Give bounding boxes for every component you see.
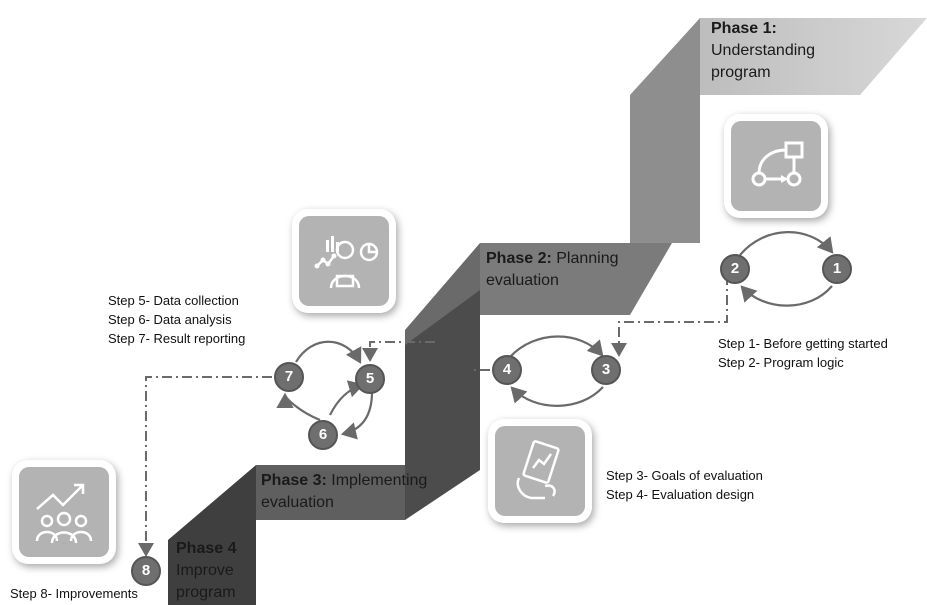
steps-5-7: Step 5- Data collection Step 6- Data ana…: [108, 291, 245, 348]
cycle-arrows: [276, 231, 834, 440]
step-1-text: Step 1- Before getting started: [718, 336, 888, 351]
phase2-subtitle-line1: Planning: [551, 250, 619, 267]
phase3-subtitle-line1: Implementing: [326, 472, 428, 489]
phase1-label: Phase 1: Understanding program: [711, 18, 815, 84]
step-node-6: 6: [308, 420, 338, 450]
phase1-subtitle-line2: program: [711, 64, 771, 81]
step-node-2: 2: [720, 254, 750, 284]
step-3-text: Step 3- Goals of evaluation: [606, 468, 763, 483]
tablet-chart-icon: [516, 440, 560, 500]
step-2-text: Step 2- Program logic: [718, 355, 844, 370]
steps-3-4: Step 3- Goals of evaluation Step 4- Eval…: [606, 466, 763, 504]
phase1-icon-card: [724, 114, 828, 218]
step-4-text: Step 4- Evaluation design: [606, 487, 755, 502]
phase4-title: Phase 4: [176, 540, 237, 557]
phase4-band: [168, 465, 256, 605]
phase4-subtitle-line1: Improve: [176, 562, 234, 579]
phase4-label: Phase 4 Improve program: [176, 538, 236, 604]
step-node-8: 8: [131, 556, 161, 586]
step-node-4: 4: [492, 355, 522, 385]
phase2-label: Phase 2: Planning evaluation: [486, 248, 619, 292]
steps-1-2: Step 1- Before getting started Step 2- P…: [718, 334, 888, 372]
phase1-subtitle-line1: Understanding: [711, 42, 816, 59]
step-node-7: 7: [274, 362, 304, 392]
step-7-text: Step 7- Result reporting: [108, 331, 246, 346]
phase2-band: [405, 18, 700, 345]
phase3-icon-card: [488, 419, 592, 523]
phase3-subtitle-line2: evaluation: [261, 494, 334, 511]
phase3-title: Phase 3:: [261, 472, 327, 489]
phase1-title: Phase 1:: [711, 20, 777, 37]
step-5-text: Step 5- Data collection: [108, 293, 239, 308]
team-growth-icon: [35, 483, 93, 544]
phase1-band: [700, 18, 927, 95]
step-8-text: Step 8- Improvements: [10, 586, 138, 601]
phase2-title: Phase 2:: [486, 250, 552, 267]
analyst-with-charts-icon: [314, 236, 379, 289]
dashdot-connectors: [138, 275, 728, 557]
phase4-subtitle-line2: program: [176, 584, 236, 601]
workflow-diagram-icon: [751, 141, 804, 187]
step-node-1: 1: [822, 254, 852, 284]
phase2-icon-card: [292, 209, 396, 313]
phase4-icon-card: [12, 460, 116, 564]
step-node-5: 5: [355, 364, 385, 394]
step-6-text: Step 6- Data analysis: [108, 312, 232, 327]
phase3-band: [256, 288, 480, 520]
phase3-label: Phase 3: Implementing evaluation: [261, 470, 427, 514]
phase2-subtitle-line2: evaluation: [486, 272, 559, 289]
step-node-3: 3: [591, 355, 621, 385]
steps-8: Step 8- Improvements: [10, 584, 138, 603]
